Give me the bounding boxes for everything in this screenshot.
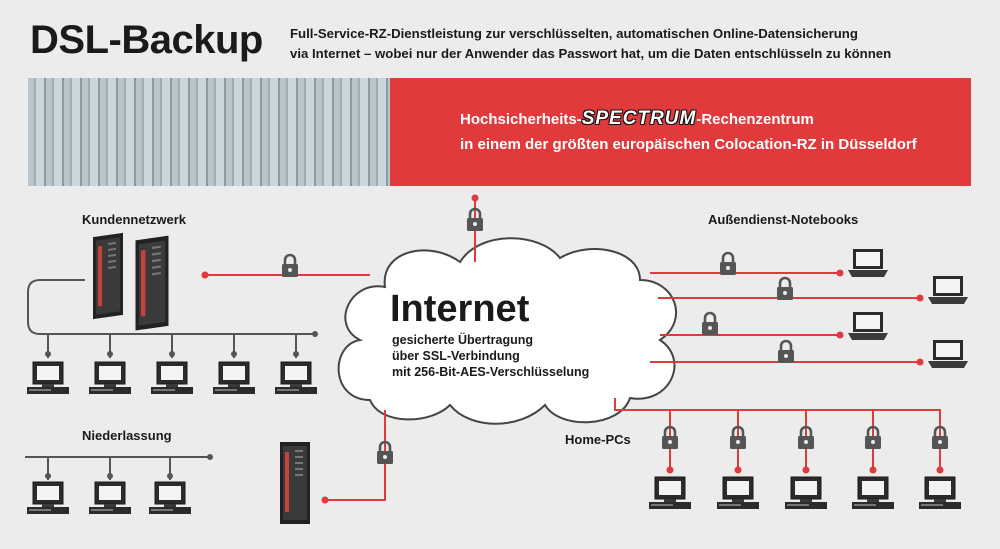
desktop-pc-icon [88, 361, 132, 395]
subtitle-line-2: via Internet – wobei nur der Anwender da… [290, 46, 892, 61]
banner-line1-prefix: Hochsicherheits- [460, 111, 582, 128]
banner-red-panel: Hochsicherheits-SPECTRUM-Rechenzentrum i… [390, 78, 971, 186]
spectrum-logo: SPECTRUM [581, 108, 697, 129]
lock-icon [776, 339, 796, 365]
internet-description: gesicherte Übertragung über SSL-Verbindu… [392, 332, 589, 380]
desktop-pc-icon [212, 361, 256, 395]
niederlassung-server [280, 442, 310, 524]
banner-line-2: in einem der größten europäischen Coloca… [460, 136, 917, 153]
desktop-pc-icon [851, 476, 895, 510]
label-niederlassung: Niederlassung [82, 428, 172, 443]
datacenter-banner: Hochsicherheits-SPECTRUM-Rechenzentrum i… [28, 78, 971, 186]
laptop-icon [848, 312, 888, 340]
lan-bus-niederlassung [25, 456, 210, 480]
server-room-photo [28, 78, 390, 186]
desktop-pc-icon [274, 361, 318, 395]
subtitle-line-1: Full-Service-RZ-Dienstleistung zur versc… [290, 26, 858, 41]
laptop-icon [928, 340, 968, 368]
internet-cloud [337, 237, 678, 425]
lock-icon [700, 311, 720, 337]
label-aussendienst-notebooks: Außendienst-Notebooks [708, 212, 859, 227]
desktop-pc-icon [716, 476, 760, 510]
lock-icon [775, 276, 795, 302]
internet-line-2: über SSL-Verbindung [392, 349, 520, 363]
desktop-pc-icon [26, 361, 70, 395]
desktop-pc-icon [648, 476, 692, 510]
lock-icon [280, 253, 300, 279]
desktop-pc-icon [150, 361, 194, 395]
internet-line-3: mit 256-Bit-AES-Verschlüsselung [392, 365, 590, 379]
desktop-pc-icon [88, 481, 132, 515]
connection-endpoints [201, 194, 944, 504]
laptop-icon [848, 249, 888, 277]
desktop-pc-icon [918, 476, 962, 510]
laptop-icon [928, 276, 968, 304]
label-home-pcs: Home-PCs [565, 432, 631, 447]
desktop-pc-icon [26, 481, 70, 515]
banner-line1-suffix: -Rechenzentrum [696, 111, 814, 128]
internet-title: Internet [390, 288, 530, 330]
internet-line-1: gesicherte Übertragung [392, 333, 534, 347]
banner-line-1: Hochsicherheits-SPECTRUM-Rechenzentrum [460, 108, 814, 130]
page-title: DSL-Backup [30, 18, 263, 62]
desktop-pc-icon [784, 476, 828, 510]
desktop-pc-icon [148, 481, 192, 515]
label-kundennetzwerk: Kundennetzwerk [82, 212, 187, 227]
page-subtitle: Full-Service-RZ-Dienstleistung zur versc… [290, 24, 990, 64]
lan-bus-kundennetzwerk [27, 279, 315, 358]
lock-icon [718, 251, 738, 277]
kundennetzwerk-servers [93, 232, 169, 331]
